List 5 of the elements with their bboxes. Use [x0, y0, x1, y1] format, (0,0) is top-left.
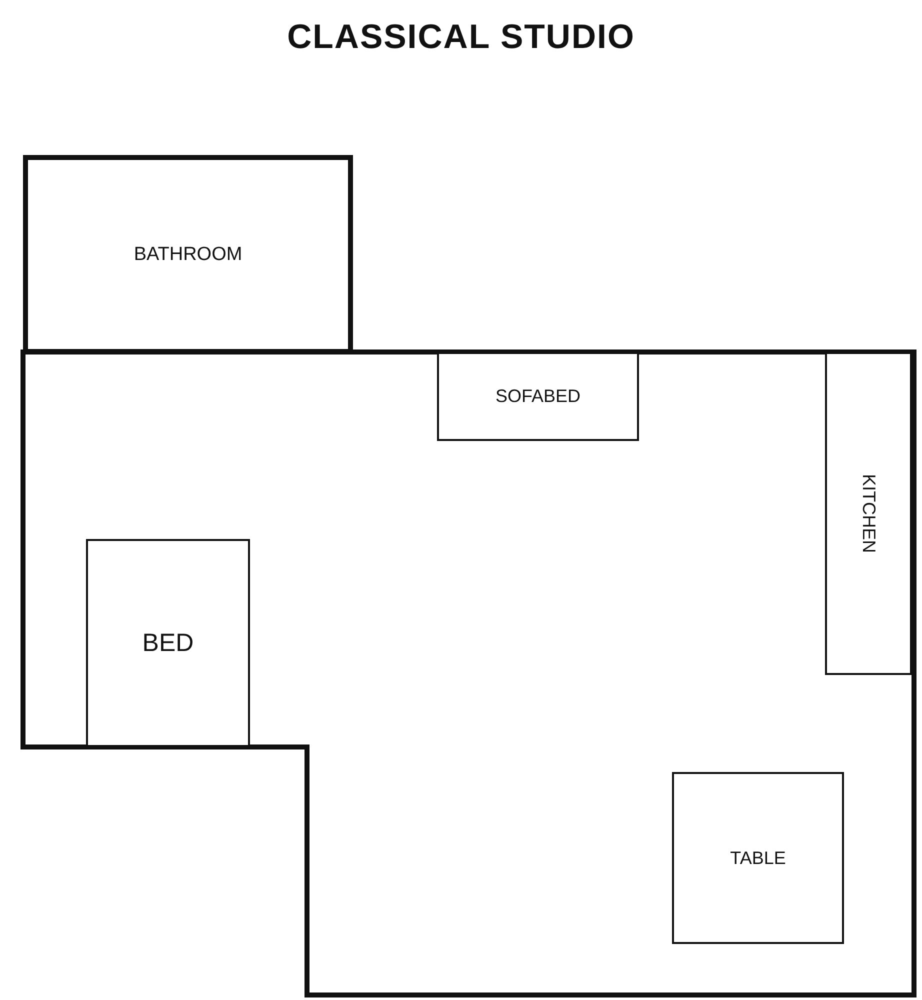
table: TABLE: [672, 772, 844, 944]
sofa-bed: SOFABED: [437, 352, 639, 441]
kitchen-counter: KITCHEN: [825, 352, 912, 675]
bed: BED: [86, 539, 250, 747]
plan-title: CLASSICAL STUDIO: [286, 18, 636, 57]
